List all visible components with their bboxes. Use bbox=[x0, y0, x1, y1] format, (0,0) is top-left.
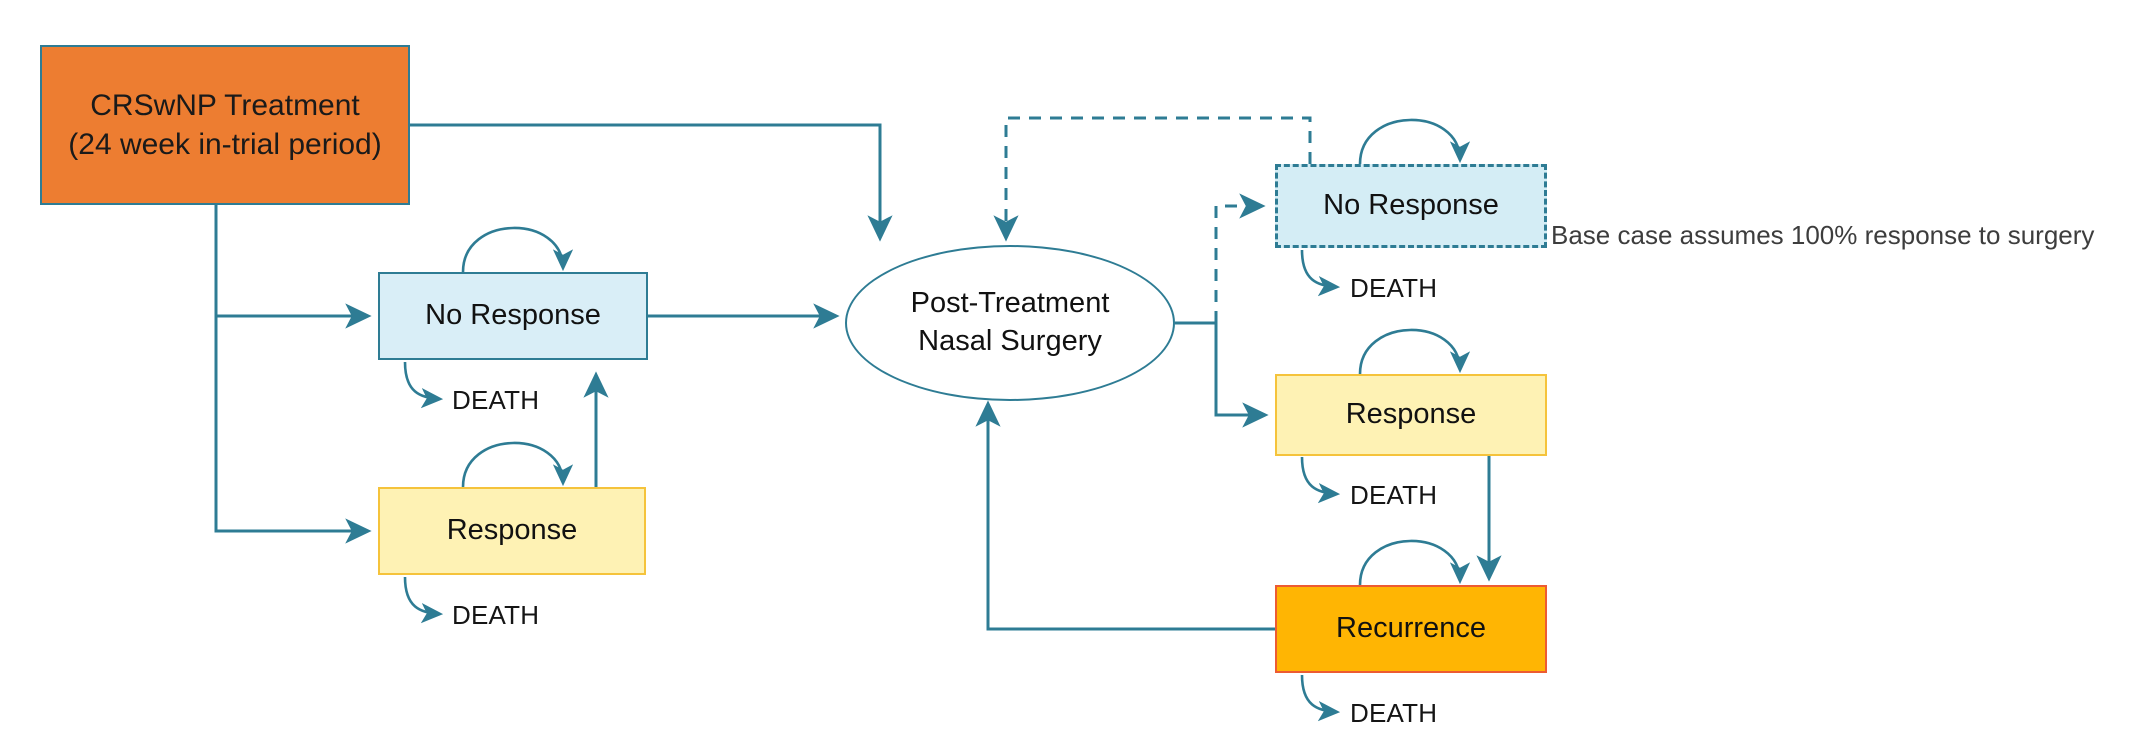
annotation-surgery-response-note: Base case assumes 100% response to surge… bbox=[1551, 220, 2095, 250]
edge-surgery-to-response-right bbox=[1214, 323, 1269, 428]
node-post-treatment-nasal-surgery[interactable]: Post-Treatment Nasal Surgery bbox=[845, 245, 1175, 401]
edge-surgery-to-no-response-right bbox=[1214, 193, 1266, 323]
node-response-left[interactable]: Response bbox=[378, 487, 646, 575]
selfloop-response-right bbox=[1358, 328, 1471, 375]
selfloop-no-response-left bbox=[461, 226, 574, 273]
edge-treatment-to-no-response-left bbox=[214, 205, 372, 329]
node-no-response-right-label: No Response bbox=[1323, 189, 1499, 222]
edge-no-response-right-to-surgery bbox=[993, 116, 1312, 242]
node-recurrence-label: Recurrence bbox=[1336, 612, 1486, 645]
node-response-left-label: Response bbox=[446, 514, 578, 547]
node-no-response-right[interactable]: No Response bbox=[1275, 164, 1547, 248]
node-recurrence[interactable]: Recurrence bbox=[1275, 585, 1547, 673]
edge-death-response-left bbox=[403, 576, 444, 624]
node-crswnp-treatment-line2: (24 week in-trial period) bbox=[68, 128, 382, 161]
node-surgery-line2: Nasal Surgery bbox=[918, 325, 1102, 357]
node-no-response-left-label: No Response bbox=[425, 299, 601, 332]
edge-death-no-response-left bbox=[403, 361, 444, 409]
edge-death-recurrence bbox=[1300, 674, 1341, 722]
node-response-right-label: Response bbox=[1345, 398, 1477, 431]
selfloop-recurrence bbox=[1358, 539, 1471, 586]
selfloop-response-left bbox=[461, 441, 574, 488]
edge-death-response-right bbox=[1300, 456, 1341, 504]
node-no-response-left[interactable]: No Response bbox=[378, 272, 648, 360]
edge-recurrence-to-surgery bbox=[975, 400, 1275, 631]
selfloop-no-response-right bbox=[1358, 118, 1471, 165]
node-surgery-line1: Post-Treatment bbox=[910, 287, 1110, 320]
death-label-response-left: DEATH bbox=[452, 600, 540, 630]
edge-treatment-to-surgery bbox=[410, 123, 893, 242]
edge-death-no-response-right bbox=[1300, 249, 1341, 297]
death-label-no-response-left: DEATH bbox=[452, 385, 540, 415]
death-label-no-response-right: DEATH bbox=[1350, 273, 1438, 303]
death-label-recurrence: DEATH bbox=[1350, 698, 1438, 728]
node-response-right[interactable]: Response bbox=[1275, 374, 1547, 456]
node-crswnp-treatment[interactable]: CRSwNP Treatment (24 week in-trial perio… bbox=[40, 45, 410, 205]
death-label-response-right: DEATH bbox=[1350, 480, 1438, 510]
node-crswnp-treatment-line1: CRSwNP Treatment bbox=[90, 89, 360, 122]
edge-treatment-to-response-left bbox=[214, 205, 372, 544]
